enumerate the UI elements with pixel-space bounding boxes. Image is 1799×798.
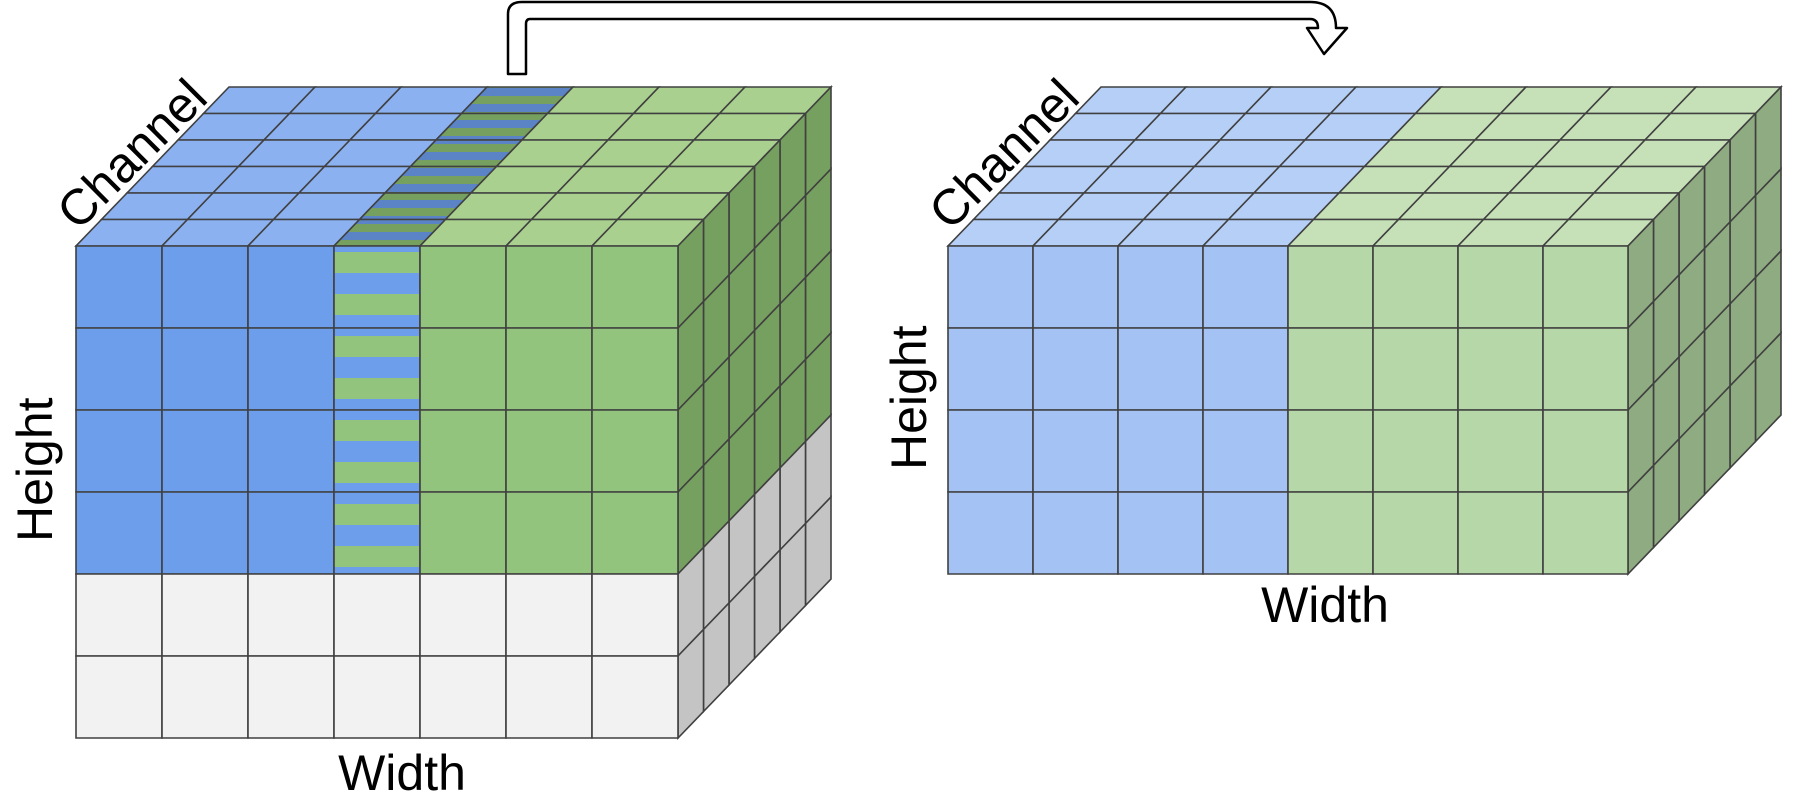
curved-arrow-icon [506,0,1349,76]
tensor-cell [591,573,679,657]
tensor-cell [1117,327,1204,411]
tensor-cell [1117,491,1204,575]
tensor-cell [333,327,421,411]
tensor-cell [505,655,593,739]
tensor-cell [1202,245,1289,329]
tensor-cell [505,245,593,329]
tensor-cell [1117,409,1204,493]
tensor-cell [247,491,335,575]
tensor-cell [75,245,163,329]
tensor-cell [419,409,507,493]
tensor-cell [591,327,679,411]
tensor-cell [1542,327,1629,411]
tensor-cell [505,327,593,411]
tensor-cell [161,245,249,329]
tensor-cell [505,573,593,657]
right-height-label: Height [881,325,937,470]
tensor-cell [1542,491,1629,575]
tensor-cell [591,409,679,493]
left-tensor [74,85,833,740]
tensor-cell [947,245,1034,329]
tensor-cell [947,327,1034,411]
tensor-cell [247,327,335,411]
tensor-cell [247,245,335,329]
tensor-cell [75,573,163,657]
tensor-cell [333,573,421,657]
tensor-cell [75,655,163,739]
tensor-cell [1372,409,1459,493]
tensor-cell [161,409,249,493]
tensor-cell [75,409,163,493]
tensor-cell [75,491,163,575]
tensor-cell [1032,327,1119,411]
tensor-cell [1372,327,1459,411]
tensor-cell [161,491,249,575]
tensor-cell [419,245,507,329]
tensor-cell [161,655,249,739]
tensor-cell [419,491,507,575]
tensor-cell [1287,327,1374,411]
tensor-cell [247,573,335,657]
tensor-cell [1032,409,1119,493]
tensor-cell [591,491,679,575]
tensor-cell [1287,245,1374,329]
right-tensor [946,85,1783,576]
tensor-cell [505,491,593,575]
tensor-cell [505,409,593,493]
tensor-cell [1117,245,1204,329]
right-width-label: Width [1261,577,1389,633]
tensor-cell [591,655,679,739]
tensor-cell [419,573,507,657]
tensor-cell [419,327,507,411]
tensor-cell [947,409,1034,493]
left-width-label: Width [338,745,466,798]
tensor-cell [591,245,679,329]
tensor-cell [1372,491,1459,575]
tensor-cell [1202,409,1289,493]
tensor-cell [1202,491,1289,575]
tensor-cell [247,409,335,493]
tensor-cell [947,491,1034,575]
tensor-cell [1202,327,1289,411]
tensor-cell [1287,491,1374,575]
tensor-cell [419,655,507,739]
tensor-cell [1457,327,1544,411]
tensor-cell [1287,409,1374,493]
tensor-cell [1457,245,1544,329]
tensor-cell [1032,491,1119,575]
tensor-cell [75,327,163,411]
tensor-cell [333,245,421,329]
tensor-cell [333,409,421,493]
tensor-cell [247,655,335,739]
tensor-cell [333,491,421,575]
tensor-cell [1542,245,1629,329]
tensor-cell [1457,409,1544,493]
left-height-label: Height [7,397,63,542]
tensor-cell [1542,409,1629,493]
tensor-cell [333,655,421,739]
tensor-cell [1032,245,1119,329]
tensor-cell [161,573,249,657]
tensor-cell [1457,491,1544,575]
tensor-cell [1372,245,1459,329]
tensor-cell [161,327,249,411]
